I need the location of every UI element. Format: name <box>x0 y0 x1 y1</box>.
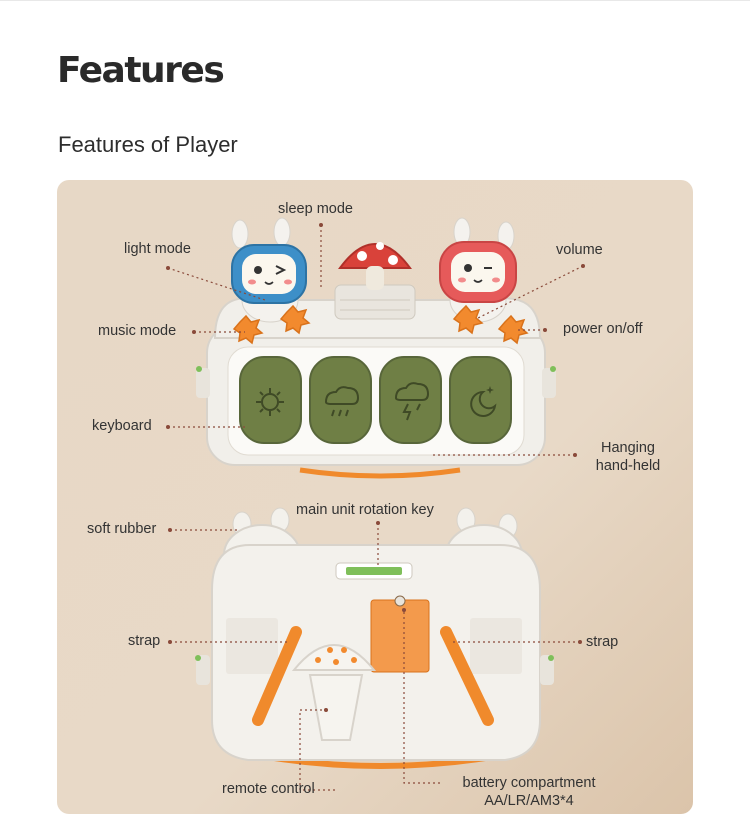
leader-dots <box>166 223 585 712</box>
label-battery: battery compartment AA/LR/AM3*4 <box>444 775 614 809</box>
label-keyboard: keyboard <box>92 418 152 434</box>
label-battery-line1: battery compartment <box>462 775 596 791</box>
left-robot-icon <box>231 217 307 323</box>
label-soft-rubber: soft rubber <box>87 521 157 537</box>
label-sleep-mode: sleep mode <box>278 201 353 217</box>
label-power: power on/off <box>563 321 643 337</box>
label-hanging-line1: Hanging <box>600 440 655 456</box>
label-rotation-key: main unit rotation key <box>296 502 434 518</box>
label-strap-right: strap <box>586 634 619 650</box>
leader-lines <box>167 225 584 791</box>
mushroom-light-icon <box>334 242 416 320</box>
label-remote-control: remote control <box>222 781 315 797</box>
section-subtitle: Features of Player <box>58 132 238 157</box>
player-back-view <box>195 507 554 769</box>
label-strap-left: strap <box>128 633 161 649</box>
star-buttons <box>232 304 529 345</box>
label-hanging-line2: hand-held <box>595 458 661 474</box>
label-hanging: Hanging hand-held <box>578 440 678 474</box>
keyboard-keys <box>239 356 512 444</box>
top-divider <box>0 0 750 1</box>
page-title: Features <box>57 50 225 91</box>
remote-control-icon <box>291 644 377 741</box>
label-battery-line2: AA/LR/AM3*4 <box>484 793 574 809</box>
player-front-view <box>196 217 556 479</box>
label-volume: volume <box>556 242 603 258</box>
label-light-mode: light mode <box>124 241 191 257</box>
label-music-mode: music mode <box>98 323 177 339</box>
